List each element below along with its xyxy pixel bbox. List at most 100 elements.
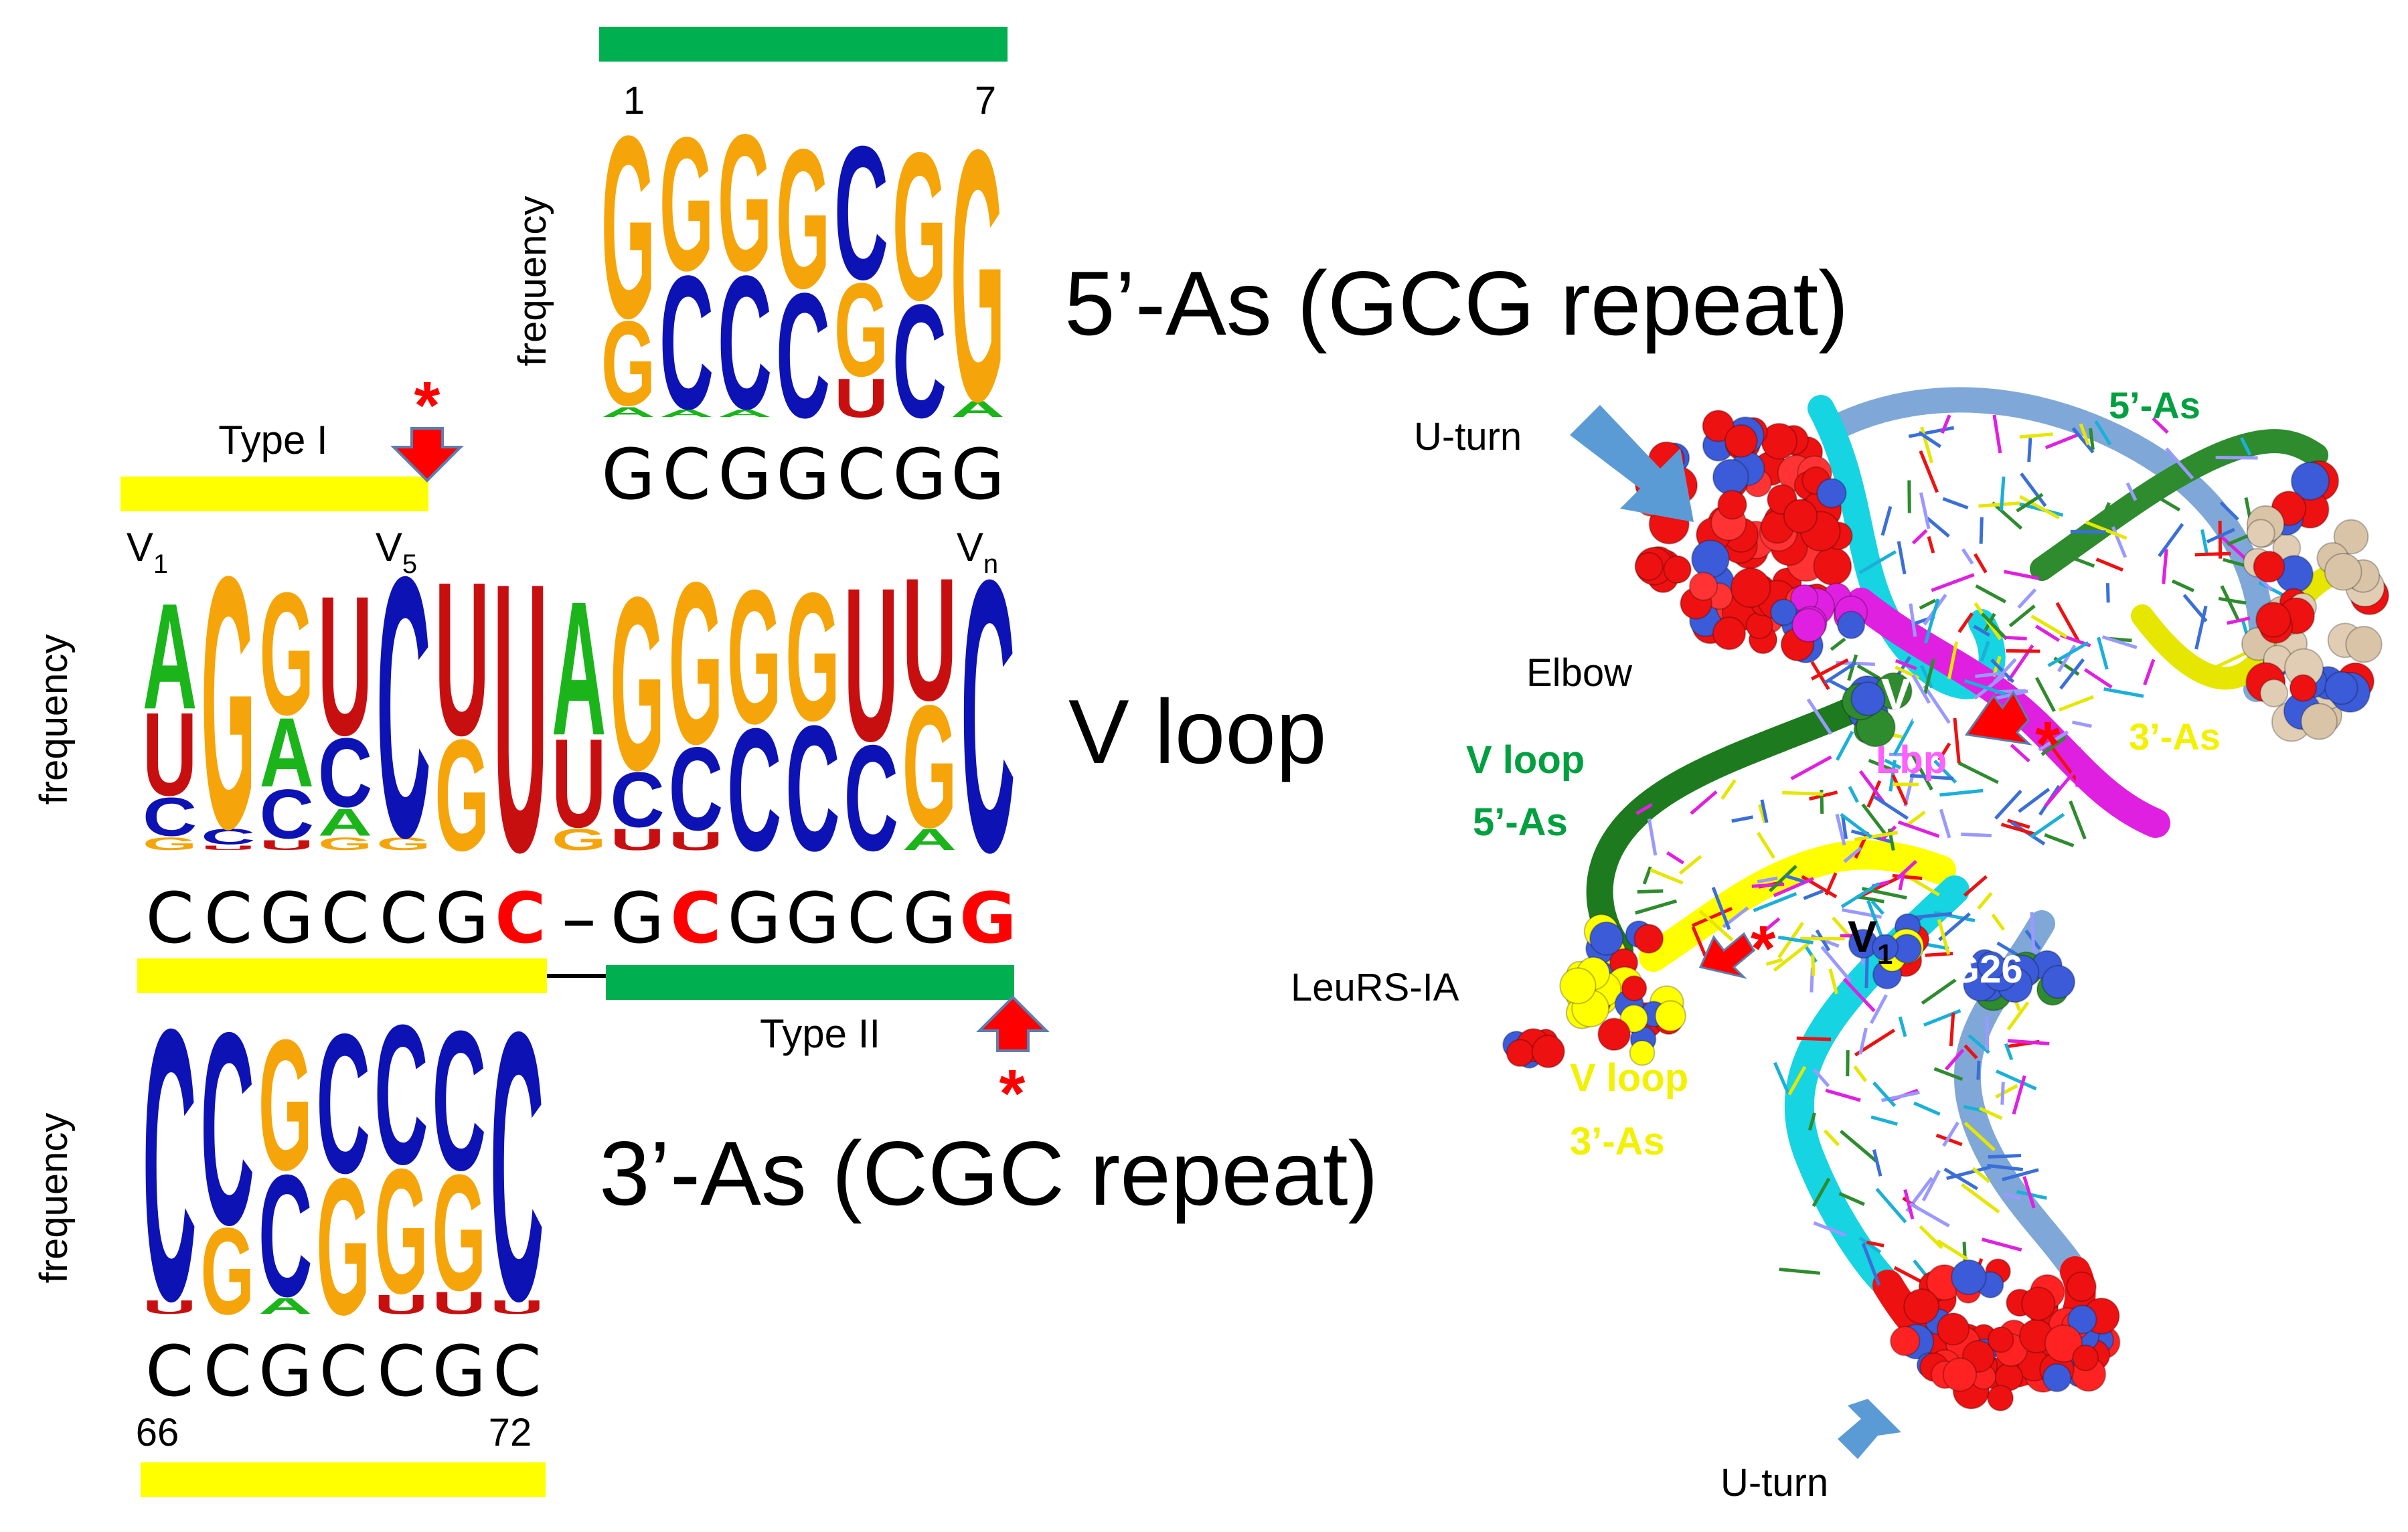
acceptor-end-sphere-140: [2325, 554, 2362, 590]
base-stick-124: [2077, 747, 2079, 786]
base-stick-296: [1680, 856, 1700, 873]
base-stick-19: [1882, 507, 1891, 535]
yellow-bar-bottom: [141, 1462, 546, 1497]
logo-3-as-title: 3’-As (CGC repeat): [599, 1122, 1378, 1224]
logo-3-as-col4-letter-c: C: [317, 993, 370, 1215]
logo-5-as-consensus-2: C: [662, 434, 711, 515]
base-stick-8: [1975, 554, 1986, 572]
logo-3-as-consensus-1: C: [145, 1331, 194, 1412]
base-stick-268: [1978, 893, 1992, 908]
logo-3-as-col1-letter-c: C: [143, 949, 196, 1381]
base-stick-138: [1862, 804, 1885, 835]
asterisk-lbp: *: [2035, 709, 2061, 780]
base-stick-185: [2032, 912, 2034, 956]
v-loop-label-v1: V1: [127, 525, 168, 579]
label-vloop-3as-line2: 3’-As: [1570, 1120, 1665, 1163]
type-ii-label: Type II: [760, 1011, 880, 1056]
logo-v-loop-consensus-3: G: [260, 877, 314, 959]
leurs-sphere-181: [1532, 1035, 1564, 1068]
acceptor-end-sphere-144: [2247, 519, 2275, 547]
base-stick-328: [1650, 870, 1683, 883]
base-stick-176: [1924, 1011, 1961, 1025]
base-stick-223: [1752, 884, 1784, 886]
base-stick-81: [1913, 530, 1927, 543]
u-turn-top-sphere-49: [1814, 547, 1851, 585]
base-stick-302: [1649, 819, 1655, 855]
base-stick-111: [1791, 757, 1832, 779]
base-stick-118: [2104, 689, 2144, 696]
trna-structure: [1503, 400, 2389, 1410]
base-stick-219: [2008, 1041, 2049, 1044]
base-stick-83: [1899, 541, 1905, 574]
logo-3-as-col2-letter-c: C: [201, 975, 254, 1282]
base-stick-49: [1920, 600, 1935, 608]
base-stick-160: [2072, 722, 2091, 726]
label-vloop-3as-line1: V loop: [1570, 1056, 1688, 1100]
base-stick-77: [2222, 586, 2239, 621]
logo-3-as-consensus-4: C: [319, 1331, 368, 1412]
logo-v-loop-col2-letter-g: G: [201, 503, 255, 904]
base-stick-75: [1943, 499, 1968, 508]
u-turn-top-sphere-60: [1713, 459, 1749, 495]
base-stick-14: [2202, 529, 2207, 554]
base-stick-62: [1979, 503, 2020, 506]
lbp-label-1: Lbp: [391, 691, 416, 729]
base-stick-301: [1941, 809, 1949, 837]
logo-5-as-col1-letter-g: G: [601, 83, 655, 373]
base-stick-51: [1931, 575, 1974, 591]
base-stick-275: [1826, 873, 1836, 894]
logo-v-loop-consensus-9: G: [611, 877, 665, 959]
logo-5-as-pos-start: 1: [623, 79, 645, 122]
base-stick-11: [2172, 581, 2194, 591]
logo-5-as-col6-letter-g: G: [892, 108, 947, 344]
base-stick-292: [1908, 812, 1925, 825]
logo-3-as-ylabel: frequency: [32, 1113, 76, 1284]
logo-5-as-pos-end: 7: [975, 79, 996, 122]
logo-v-loop-consensus-10: C: [670, 877, 721, 959]
base-stick-172: [1996, 1086, 2017, 1097]
base-stick-166: [1961, 834, 1992, 835]
u-turn-bottom-sphere-239: [1988, 1385, 2013, 1411]
base-stick-112: [1959, 763, 1998, 782]
vloop-3as-sphere-172: [1622, 976, 1647, 1001]
base-stick-202: [1978, 1061, 1979, 1080]
logo-5-as-consensus-5: C: [837, 434, 886, 515]
logo-v-loop-consensus-6: G: [435, 877, 489, 959]
green-bar-top: [599, 27, 1008, 62]
logo-v-loop-col6-letter-u: U: [435, 535, 489, 780]
logo-5-as-col4-letter-g: G: [776, 109, 830, 331]
base-stick-305: [1899, 822, 1939, 836]
u-turn-top-sphere-63: [1725, 425, 1757, 457]
base-stick-252: [1951, 1013, 1953, 1046]
base-stick-99: [1939, 790, 1983, 795]
base-stick-38: [2010, 606, 2034, 626]
logo-v-loop-col8-letter-a: A: [552, 562, 606, 774]
base-stick-103: [2036, 678, 2054, 711]
u-turn-top-sphere-76: [1731, 568, 1770, 607]
acceptor-end-sphere-131: [2260, 679, 2287, 707]
base-stick-163: [1850, 787, 1858, 802]
base-stick-217: [1825, 1130, 1839, 1145]
logo-v-loop-consensus-13: C: [847, 877, 896, 959]
red-arrow-down-type-i: [394, 428, 461, 481]
base-stick-136: [1996, 791, 2021, 819]
base-stick-46: [1981, 517, 1982, 544]
u-turn-bottom-sphere-257: [2073, 1345, 2098, 1371]
u-turn-top-sphere-72: [1784, 499, 1817, 532]
logo-v-loop-consensus-11: G: [727, 877, 781, 959]
red-arrow-up-type-ii: [979, 997, 1046, 1051]
logo-v-loop-col1-letter-a: A: [143, 572, 197, 741]
u-turn-bottom-sphere-250: [1904, 1289, 1939, 1324]
acceptor-end-sphere-145: [2256, 602, 2290, 636]
base-stick-280: [1910, 1203, 1949, 1225]
u-turn-top-sphere-57: [1664, 556, 1691, 584]
base-stick-147: [2011, 745, 2029, 761]
base-stick-316: [1732, 817, 1753, 821]
logo-v-loop-title: V loop: [1068, 681, 1327, 782]
green-bar-type-ii: [606, 965, 1014, 1000]
yellow-bar-middle: [137, 958, 547, 993]
red-arrow-v1: [1700, 934, 1754, 977]
